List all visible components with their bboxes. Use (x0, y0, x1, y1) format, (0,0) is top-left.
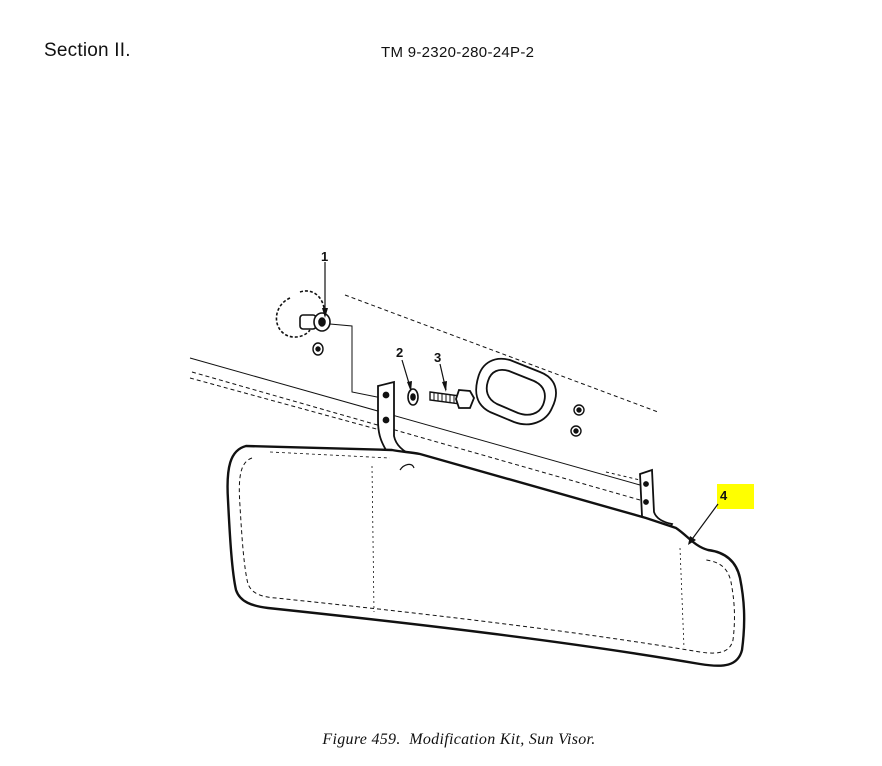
leader-arrowheads (322, 308, 696, 545)
item-1-retainer-clip (275, 290, 383, 399)
mounting-holes (312, 342, 585, 437)
technical-manual-number: TM 9-2320-280-24P-2 (381, 44, 535, 61)
callout-1: 1 (321, 249, 328, 264)
item-2-washer (407, 388, 419, 406)
section-label: Section II. (44, 40, 131, 61)
callout-4-highlight (717, 484, 754, 509)
figure-caption: Figure 459. Modification Kit, Sun Visor. (322, 731, 596, 748)
cab-roof-outline (189, 294, 659, 501)
item-4-sun-visor (226, 444, 746, 667)
callout-2: 2 (396, 345, 403, 360)
item-3-bolt (429, 389, 475, 409)
mounting-slot (475, 357, 557, 426)
callout-4: 4 (720, 488, 728, 503)
callout-3: 3 (434, 350, 441, 365)
